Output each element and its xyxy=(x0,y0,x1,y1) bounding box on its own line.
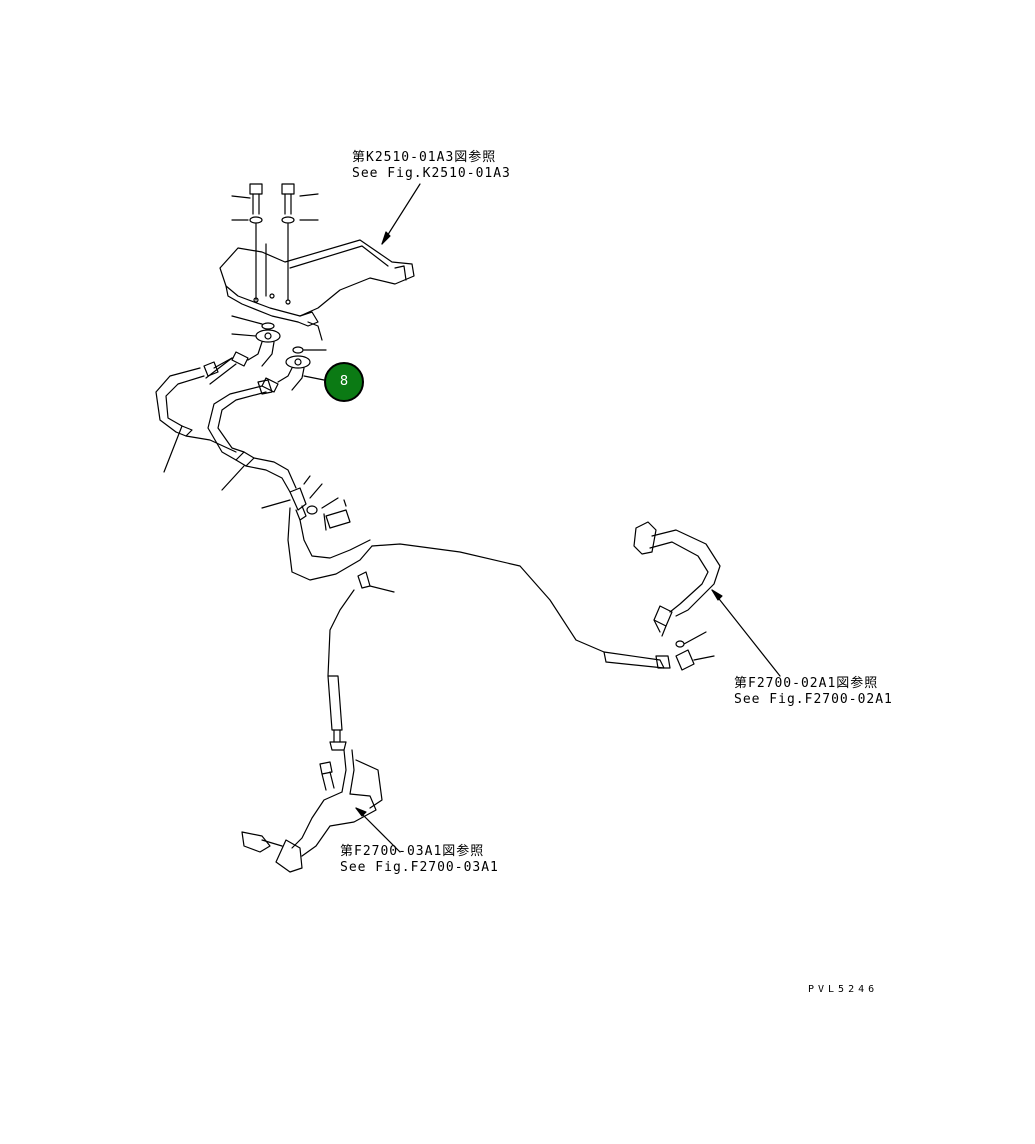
pipe-bottom xyxy=(241,749,383,873)
clamp-assembly xyxy=(261,475,373,581)
hose-right xyxy=(207,379,297,493)
reference-label-f2700-03: 第F2700-03A1図参照 See Fig.F2700-03A1 xyxy=(340,844,499,876)
bracket-assembly xyxy=(219,183,415,341)
reference-label-f2700-02: 第F2700-02A1図参照 See Fig.F2700-02A1 xyxy=(734,676,893,708)
reference-label-jp: 第F2700-03A1図参照 xyxy=(340,844,485,859)
wire-harness xyxy=(327,543,671,751)
upper-fittings xyxy=(231,315,327,393)
reference-label-k2510: 第K2510-01A3図参照 See Fig.K2510-01A3 xyxy=(352,150,511,182)
reference-label-jp: 第F2700-02A1図参照 xyxy=(734,676,879,691)
reference-label-en: See Fig.F2700-03A1 xyxy=(340,860,499,875)
reference-label-en: See Fig.K2510-01A3 xyxy=(352,166,511,181)
reference-label-en: See Fig.F2700-02A1 xyxy=(734,692,893,707)
reference-label-jp: 第K2510-01A3図参照 xyxy=(352,150,497,165)
pipe-right xyxy=(633,521,721,671)
hose-left xyxy=(155,357,237,473)
part-callout-button[interactable]: 8 xyxy=(324,362,364,402)
reference-arrows xyxy=(303,183,781,853)
drawing-code: PVL5246 xyxy=(808,984,879,995)
